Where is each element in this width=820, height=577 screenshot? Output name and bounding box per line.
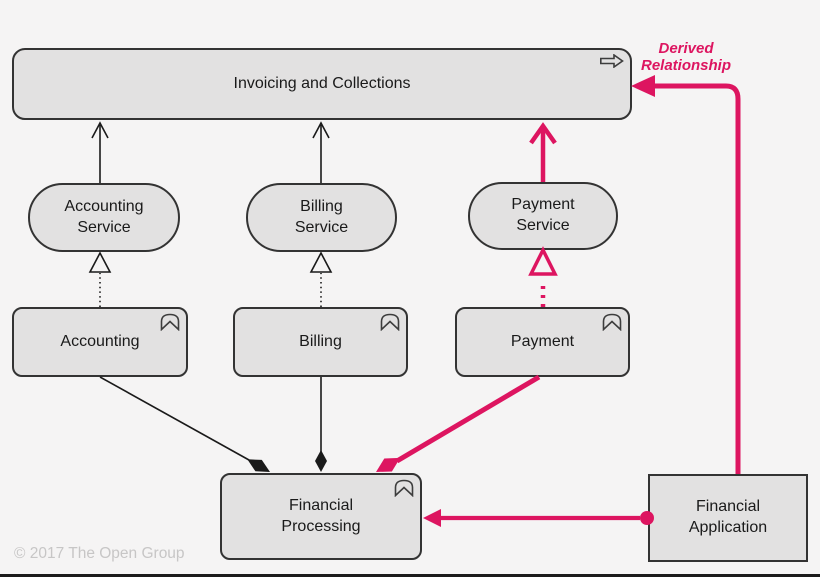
component-chevron-icon: [394, 479, 414, 498]
node-accounting: Accounting: [12, 307, 188, 377]
node-label: Payment Service: [511, 196, 575, 234]
derived-realization-triangle-icon: [528, 246, 558, 276]
node-payment-service: Payment Service: [468, 182, 618, 250]
node-payment: Payment: [455, 307, 630, 377]
realization-triangle-icon: [309, 251, 333, 273]
node-financial-processing: Financial Processing: [220, 473, 422, 560]
realization-triangle-icon: [88, 251, 112, 273]
component-chevron-icon: [160, 313, 180, 332]
derived-triggering-arrowhead-icon: [529, 122, 557, 145]
copyright-text: © 2017 The Open Group: [14, 545, 185, 562]
derived-relationship-annotation: Derived Relationship: [640, 40, 731, 74]
node-label: Payment: [510, 332, 575, 350]
node-label: Accounting: [60, 332, 140, 350]
composition-diamond-icon: [315, 450, 327, 472]
node-accounting-service: Accounting Service: [28, 183, 180, 252]
node-label: Accounting Service: [64, 197, 144, 236]
derived-assignment-arrowhead-icon: [631, 75, 655, 97]
composition-diamond-icon: [247, 459, 270, 472]
bottom-border-strip: [0, 574, 820, 577]
derived-assignment-line-invoicing: [653, 83, 741, 474]
node-invoicing-and-collections: Invoicing and Collections: [12, 48, 632, 120]
component-chevron-icon: [602, 313, 622, 332]
triggering-arrowhead-icon: [91, 121, 109, 139]
node-label: Invoicing and Collections: [233, 74, 411, 92]
node-label: Financial Processing: [281, 496, 361, 535]
derived-composition-line-payment: [395, 374, 541, 464]
node-billing-service: Billing Service: [246, 183, 397, 252]
triggering-arrowhead-icon: [312, 121, 330, 139]
node-label: Billing Service: [294, 197, 349, 236]
node-label: Billing: [299, 332, 342, 350]
business-process-icon: [600, 53, 624, 69]
derived-assignment-arrowhead-icon: [423, 509, 441, 527]
node-financial-application: Financial Application: [648, 474, 808, 562]
node-label: Financial Application: [688, 498, 768, 536]
derived-composition-diamond-icon: [376, 457, 401, 472]
composition-line-accounting: [99, 376, 250, 461]
node-billing: Billing: [233, 307, 408, 377]
component-chevron-icon: [380, 313, 400, 332]
